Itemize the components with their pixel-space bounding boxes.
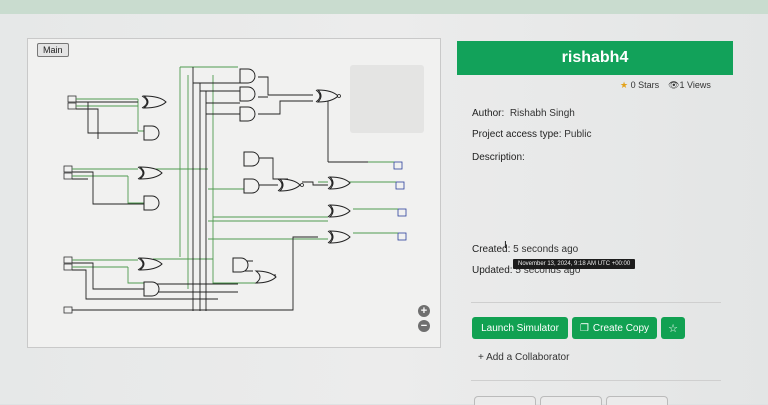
black-wires [72, 67, 368, 311]
bottom-control-2[interactable] [540, 396, 602, 405]
create-copy-button[interactable]: ❐ Create Copy [572, 317, 657, 339]
description-label: Description: [472, 152, 525, 163]
launch-simulator-button[interactable]: Launch Simulator [472, 317, 568, 339]
description-row: Description: [472, 152, 525, 163]
author-value: Rishabh Singh [509, 108, 575, 119]
author-row: Author: Rishabh Singh [472, 108, 575, 119]
created-value: 5 seconds ago [513, 244, 579, 255]
copy-icon: ❐ [579, 322, 589, 334]
create-copy-label: Create Copy [592, 322, 650, 334]
divider-bottom [471, 380, 721, 381]
divider-top [471, 302, 721, 303]
star-icon: ★ [620, 80, 629, 90]
top-band [0, 0, 768, 14]
author-label: Author: [472, 108, 505, 119]
bottom-control-3[interactable] [606, 396, 668, 405]
access-value: Public [564, 129, 592, 140]
text-cursor-icon: I [504, 240, 507, 251]
created-row: Created: 5 seconds ago [472, 244, 578, 255]
project-title: rishabh4 [457, 41, 733, 75]
views-label: 1 Views [679, 80, 711, 90]
logic-gates [137, 68, 351, 297]
stars-label: 0 Stars [630, 80, 660, 90]
ghost-overlay [350, 65, 424, 133]
add-collaborator-link[interactable]: + Add a Collaborator [478, 352, 570, 363]
main-tab[interactable]: Main [37, 43, 69, 57]
star-outline-icon: ☆ [668, 322, 678, 335]
updated-row: Updated: 5 seconds ago [472, 265, 580, 276]
updated-value: 5 seconds ago [515, 265, 581, 276]
circuit-preview[interactable]: Main [27, 38, 441, 348]
circuit-diagram [63, 66, 407, 314]
access-row: Project access type: Public [472, 129, 592, 140]
output-pins [393, 161, 407, 241]
date-tooltip: November 13, 2024, 9:18 AM UTC +00:00 [513, 259, 636, 269]
zoom-in-button[interactable]: + [418, 305, 430, 317]
updated-label: Updated: [472, 265, 513, 276]
eye-icon: 👁 [668, 80, 680, 90]
created-label: Created: [472, 244, 511, 255]
star-button[interactable]: ☆ [661, 317, 685, 339]
views-count: 👁1 Views [668, 80, 711, 91]
project-stats: ★ 0 Stars 👁1 Views [620, 80, 711, 91]
green-wires [72, 66, 398, 289]
access-label: Project access type: [472, 129, 562, 140]
zoom-out-button[interactable]: − [418, 320, 430, 332]
bottom-control-1[interactable] [474, 396, 536, 405]
stars-count[interactable]: ★ 0 Stars [620, 80, 659, 91]
bottom-controls [474, 396, 674, 405]
input-pins [63, 95, 77, 314]
